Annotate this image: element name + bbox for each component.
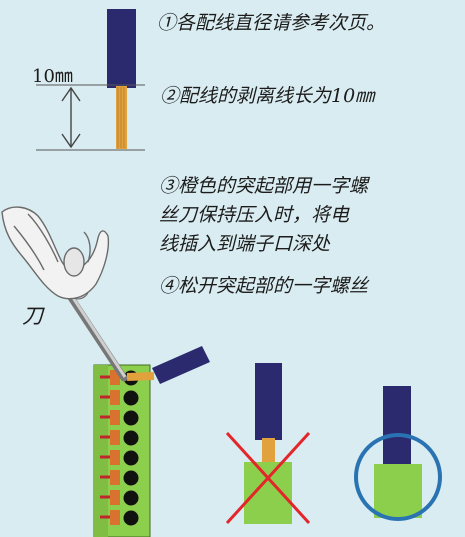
strip-length-label: 10㎜: [32, 66, 73, 87]
wrong-wire-conductor: [262, 438, 275, 465]
instruction-step-4: ④松开突起部的一字螺丝: [159, 275, 369, 297]
correct-insertion-example: [354, 386, 442, 521]
tool-label: 刀: [22, 304, 43, 328]
terminal-wire-hole: [123, 470, 139, 486]
terminal-wire-hole: [123, 490, 139, 506]
stripped-wire-figure: [36, 9, 145, 151]
instruction-step-3: ③橙色的突起部用一字螺 丝刀保持压入时，将电 线插入到端子口深处: [159, 175, 369, 255]
terminal-release-button: [110, 390, 120, 405]
terminal-slots: [100, 370, 139, 526]
wrong-insertion-example: [225, 363, 311, 525]
instruction-step-2: ②配线的剥离线长为10㎜: [160, 85, 375, 107]
terminal-release-button: [110, 510, 120, 525]
terminal-release-button: [110, 490, 120, 505]
terminal-block: [93, 364, 151, 537]
hand-illustration: [1, 206, 110, 300]
terminal-wire-hole: [123, 410, 139, 426]
instruction-step-1: ①各配线直径请参考次页。: [157, 12, 386, 34]
terminal-wire-hole: [123, 510, 139, 526]
terminal-wire-hole: [123, 390, 139, 406]
correct-terminal: [374, 464, 422, 518]
terminal-release-button: [110, 370, 120, 385]
terminal-release-button: [110, 430, 120, 445]
inserted-wire: [126, 346, 210, 384]
wrong-terminal: [244, 462, 292, 524]
correct-wire-insulation: [383, 386, 411, 466]
wire-conductor: [116, 86, 127, 149]
terminal-wire-hole: [123, 450, 139, 466]
correct-circle-icon: [354, 433, 442, 521]
terminal-release-button: [110, 450, 120, 465]
dimension-arrow: [61, 86, 81, 149]
wire-insulation: [107, 9, 136, 88]
wrong-wire-insulation: [255, 363, 282, 440]
terminal-release-button: [110, 410, 120, 425]
terminal-release-button: [110, 470, 120, 485]
terminal-wire-hole: [123, 430, 139, 446]
